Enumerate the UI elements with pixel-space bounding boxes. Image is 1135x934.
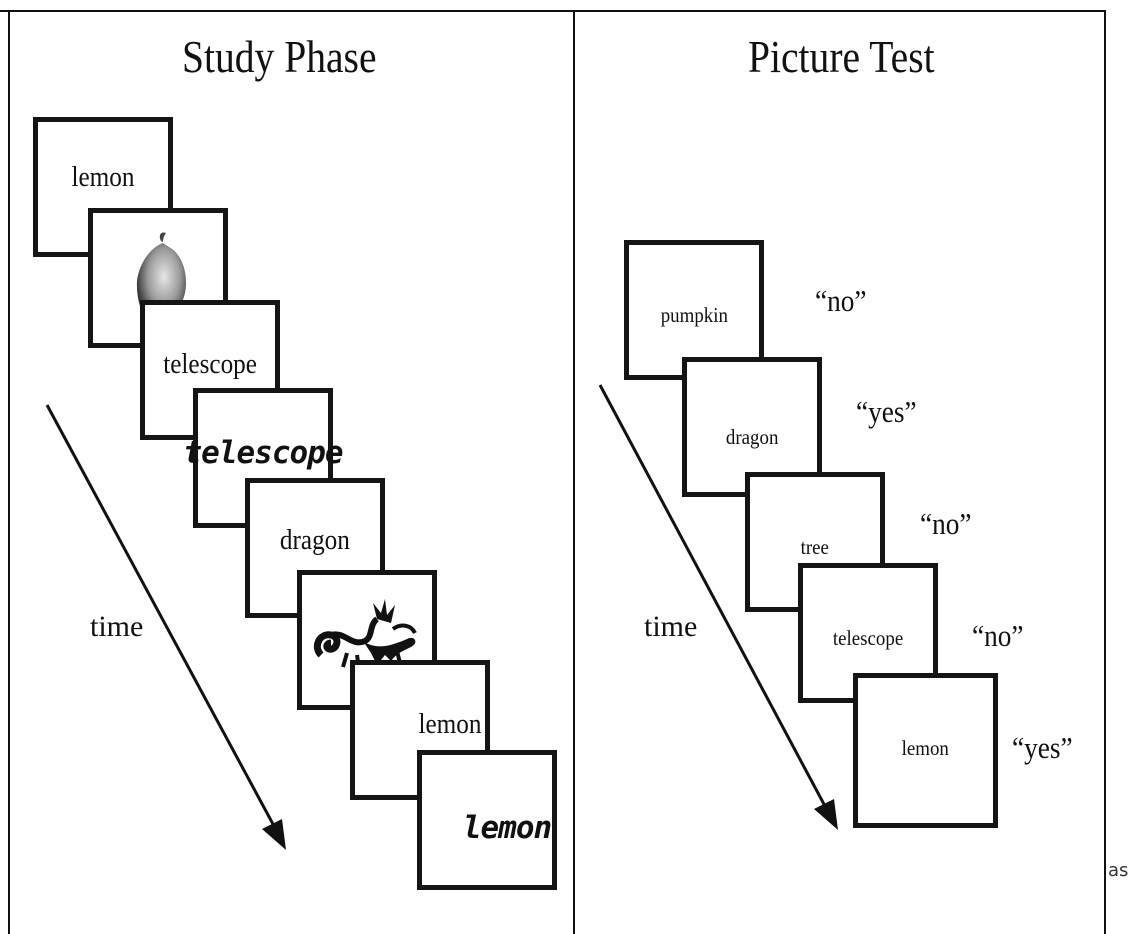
card-label: lemon (71, 162, 135, 193)
card-label: telescope (832, 625, 904, 650)
study-card-lemon-handwritten: lemon (417, 750, 557, 890)
test-card-pumpkin: pumpkin (624, 240, 764, 380)
cropped-text-fragment: as (1108, 860, 1129, 881)
study-phase-title: Study Phase (182, 31, 377, 82)
response-label: “yes” (1012, 730, 1073, 765)
card-label: lemon (418, 709, 482, 740)
response-label: “no” (815, 283, 867, 318)
picture-test-title: Picture Test (748, 31, 935, 82)
card-label: telescope (163, 349, 257, 380)
response-label: “no” (920, 506, 972, 541)
frame-left-border (8, 10, 10, 934)
card-label: lemon (462, 810, 552, 846)
card-label: lemon (901, 736, 950, 760)
card-label: telescope (183, 435, 344, 471)
study-time-label: time (90, 610, 144, 643)
card-label: dragon (279, 525, 350, 556)
response-label: “yes” (856, 394, 917, 429)
frame-right-border (1104, 10, 1106, 934)
card-label: tree (800, 534, 830, 559)
dragon-drawing-icon (313, 599, 417, 670)
test-card-lemon: lemon (853, 673, 998, 828)
card-label: pumpkin (660, 302, 728, 327)
card-label: dragon (725, 424, 779, 449)
frame-top-border (0, 10, 1105, 12)
response-label: “no” (972, 618, 1024, 653)
panel-divider (573, 10, 575, 934)
test-time-label: time (644, 610, 698, 643)
